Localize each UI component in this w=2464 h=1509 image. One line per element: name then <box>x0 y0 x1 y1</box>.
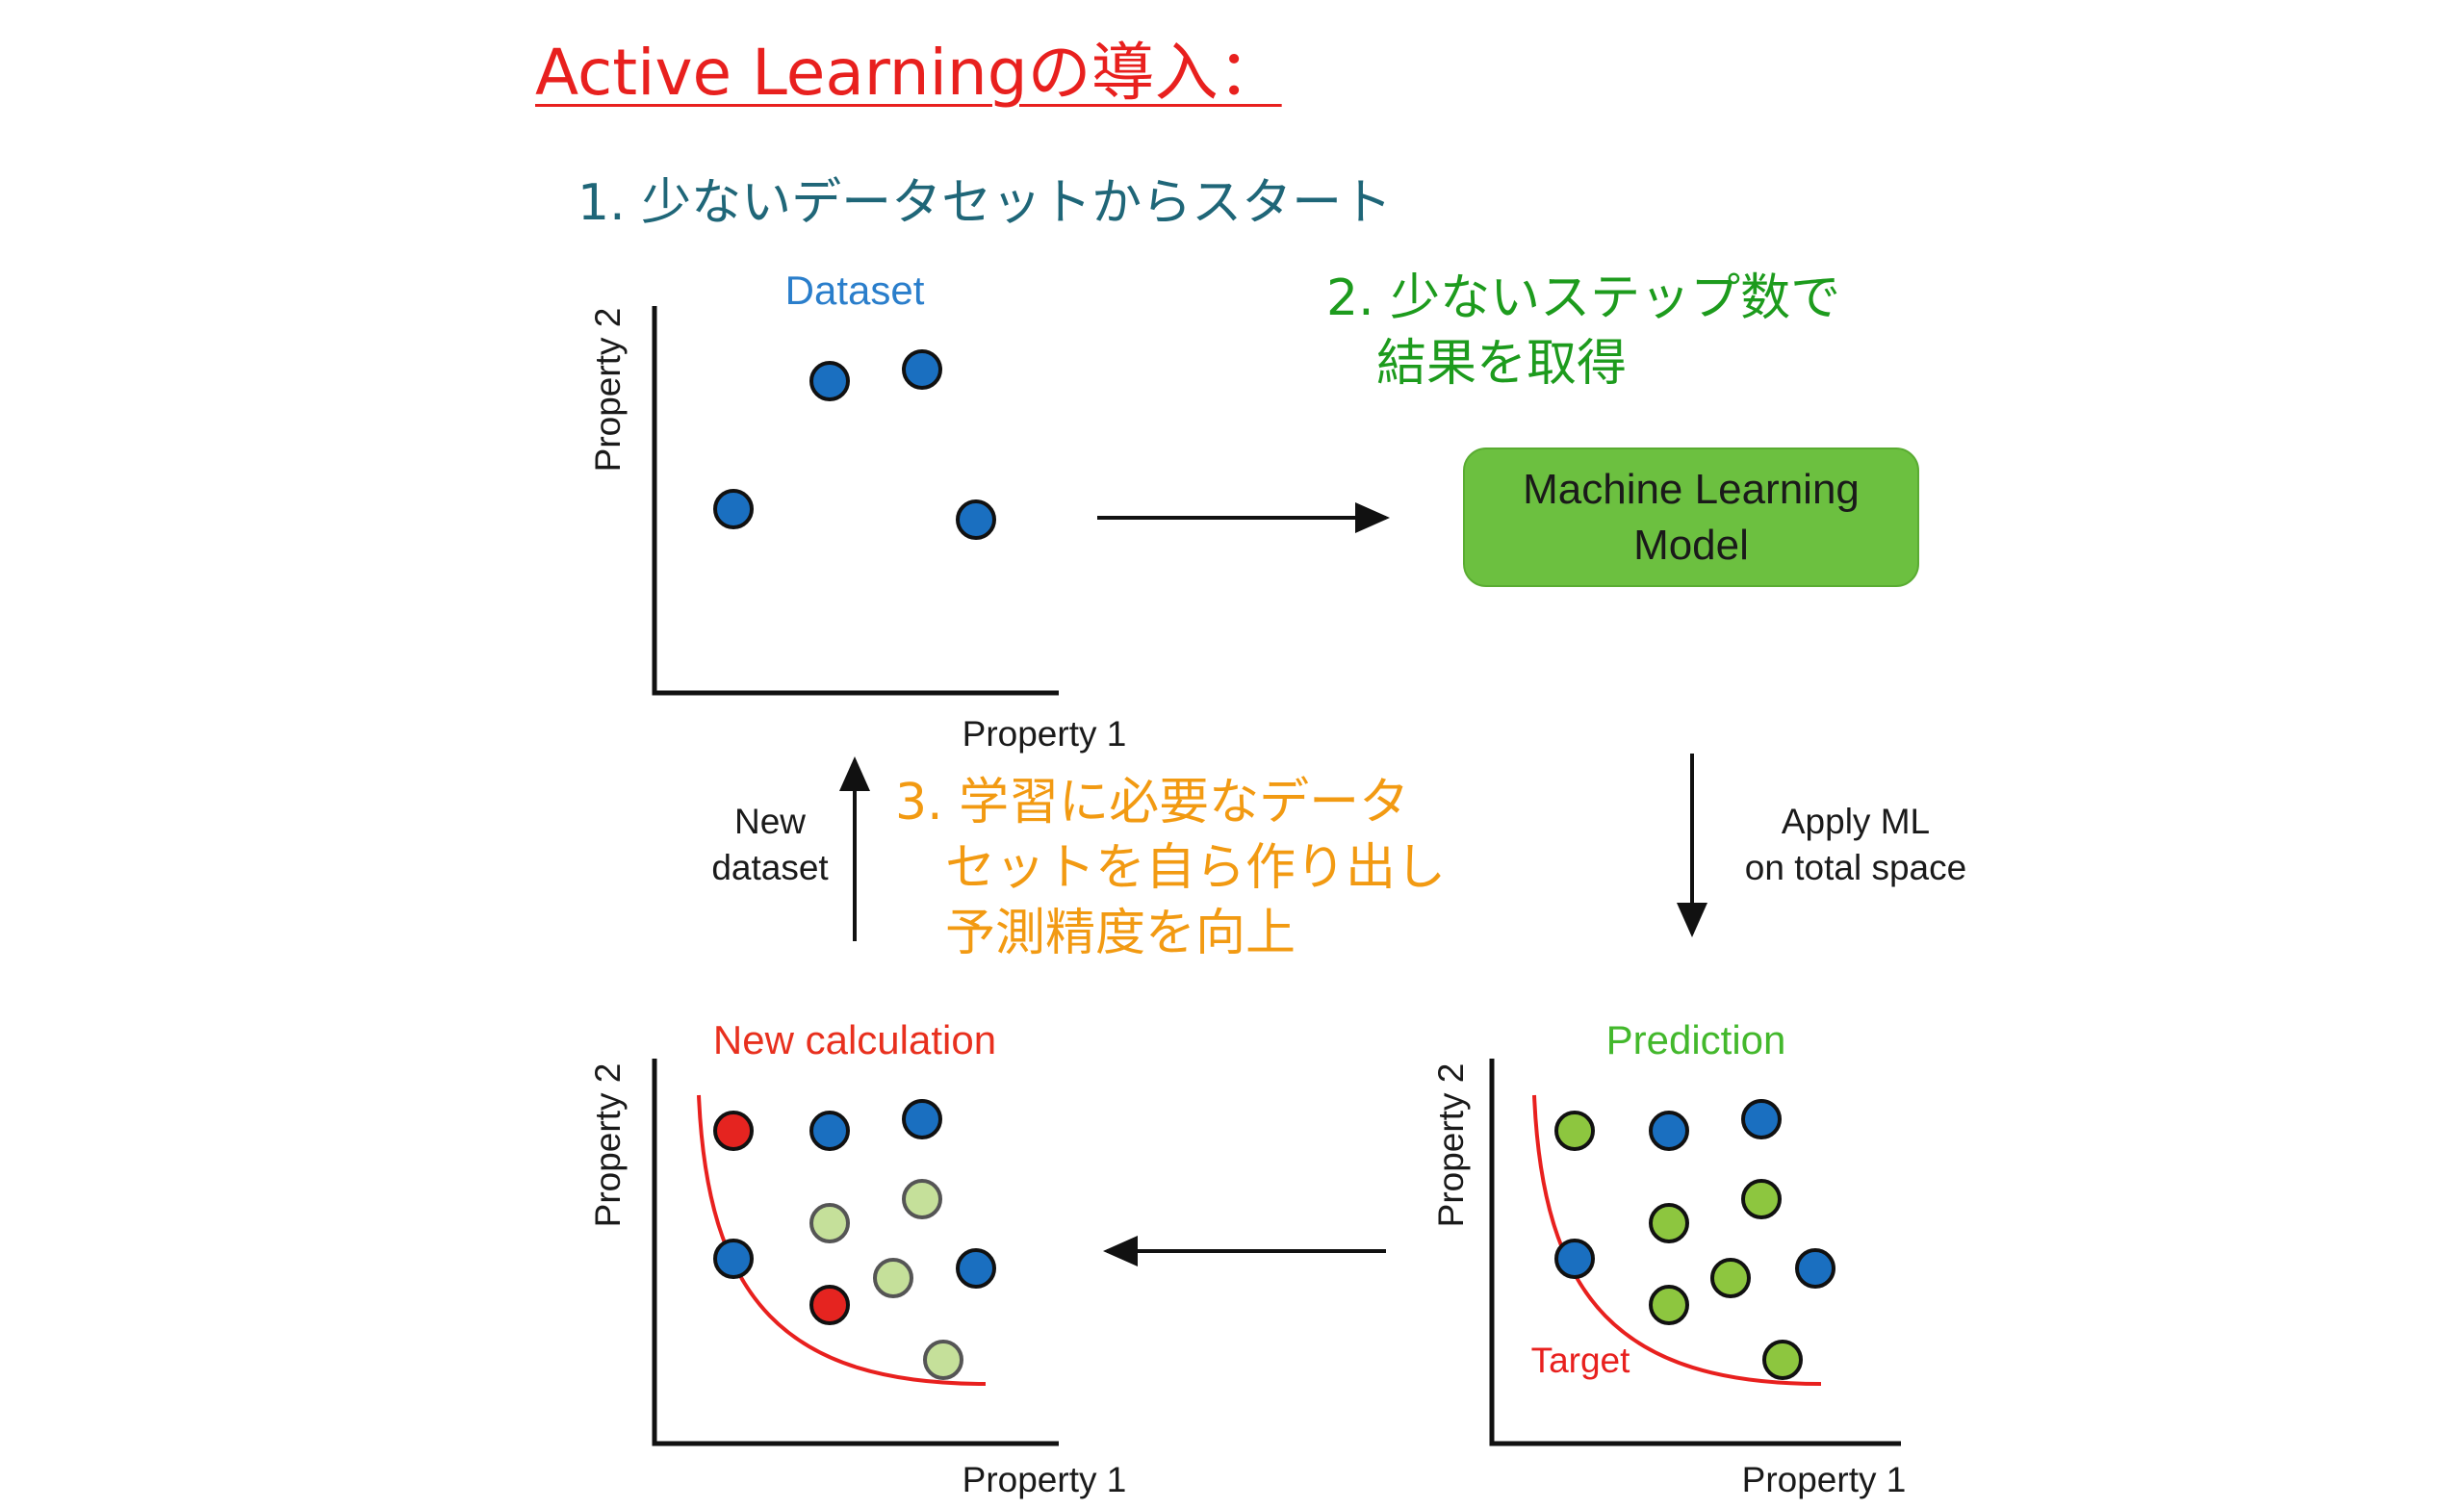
new-dataset-label: New dataset <box>711 802 829 887</box>
newcalc-xlabel: Property 1 <box>962 1460 1127 1499</box>
newcalc-title: New calculation <box>713 1017 996 1062</box>
prediction-ylabel: Property 2 <box>1431 1063 1471 1228</box>
dataset-axes <box>652 306 1059 696</box>
target-curve <box>697 1094 987 1386</box>
known-point <box>956 499 996 540</box>
predicted-point <box>1554 1111 1595 1151</box>
ml-model-box: Machine Learning Model <box>1463 448 1919 587</box>
candidate-point <box>902 1179 942 1219</box>
step3-line-1: 3. 学習に必要なデータ <box>895 774 1410 831</box>
known-point <box>713 1239 754 1279</box>
known-point <box>1795 1248 1835 1289</box>
dataset-plot: Dataset Property 1 Property 2 <box>588 268 1126 754</box>
predicted-point <box>1649 1203 1689 1243</box>
step1-text: 1. 少ないデータセットからスタート <box>578 174 1393 232</box>
known-point <box>902 349 942 390</box>
step2-line-1: 2. 少ないステップ数で <box>1326 269 1841 327</box>
known-point <box>1554 1239 1595 1279</box>
newcalc-ylabel: Property 2 <box>588 1063 628 1228</box>
step3-line-3: 予測精度を向上 <box>895 905 1296 962</box>
prediction-title: Prediction <box>1606 1017 1786 1062</box>
predicted-point <box>1649 1285 1689 1325</box>
predicted-point <box>1762 1340 1803 1380</box>
newcalc-plot: New calculation Property 1 Property 2 <box>588 1017 1126 1499</box>
ml-model-label: Machine Learning Model <box>1523 465 1860 569</box>
newcalc-axes <box>652 1059 1059 1446</box>
known-point <box>956 1248 996 1289</box>
prediction-xlabel: Property 1 <box>1742 1460 1907 1499</box>
apply-ml-label: Apply ML on total space <box>1744 802 1967 887</box>
step3-text: 3. 学習に必要なデータ セットを自ら作り出し 予測精度を向上 <box>895 770 1446 966</box>
known-point <box>809 1111 850 1151</box>
dataset-xlabel: Property 1 <box>962 714 1127 754</box>
known-point <box>713 489 754 529</box>
predicted-point <box>1741 1179 1782 1219</box>
known-point <box>1741 1099 1782 1139</box>
prediction-axes <box>1489 1059 1901 1446</box>
target-label: Target <box>1531 1341 1631 1380</box>
dataset-title: Dataset <box>785 268 925 313</box>
known-point <box>1649 1111 1689 1151</box>
prediction-plot: Prediction Property 1 Property 2 Target <box>1431 1017 1906 1499</box>
step2-text: 2. 少ないステップ数で 結果を取得 <box>1326 266 1840 396</box>
step3-line-2: セットを自ら作り出し <box>895 839 1447 897</box>
known-point <box>809 361 850 401</box>
page-title: Active Learningの導入： <box>535 36 1282 110</box>
predicted-point <box>1710 1258 1751 1298</box>
step2-line-2: 結果を取得 <box>1326 335 1628 393</box>
candidate-point <box>923 1340 963 1380</box>
candidate-point <box>873 1258 913 1298</box>
dataset-ylabel: Property 2 <box>588 308 628 473</box>
known-point <box>902 1099 942 1139</box>
new-point <box>713 1111 754 1151</box>
target-curve <box>1532 1094 1822 1386</box>
candidate-point <box>809 1203 850 1243</box>
new-point <box>809 1285 850 1325</box>
